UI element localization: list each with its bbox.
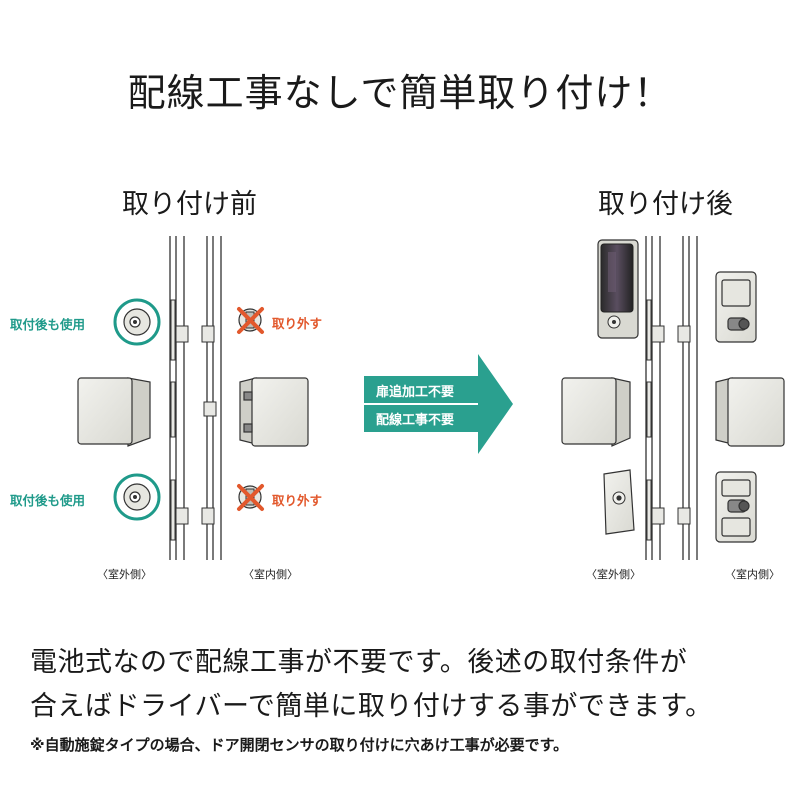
before-outside-label: 〈室外側〉 — [97, 568, 152, 581]
before-outside-handle — [77, 377, 151, 447]
after-keypad-unit — [597, 239, 639, 339]
before-cylinder-top — [113, 298, 161, 346]
before-hinges — [170, 299, 217, 541]
reuse-label-bottom: 取付後も使用 — [10, 493, 86, 508]
footnote: ※自動施錠タイプの場合、ドア開閉センサの取り付けに穴あけ工事が必要です。 — [30, 736, 569, 754]
after-door-edges — [645, 236, 698, 560]
page-title: 配線工事なしで簡単取り付け！ — [127, 71, 673, 115]
remove-label-top: 取り外す — [272, 316, 323, 331]
before-cylinder-bottom — [113, 473, 161, 521]
after-inside-top-unit — [715, 271, 757, 343]
before-thumbturn-bottom — [237, 484, 264, 511]
after-heading: 取り付け後 — [598, 189, 733, 220]
before-inside-handle — [239, 377, 309, 447]
after-hinges — [646, 299, 691, 541]
after-inside-handle — [715, 377, 785, 447]
after-inside-label: 〈室内側〉 — [725, 568, 780, 581]
body-text-line-2: 合えばドライバーで簡単に取り付けする事ができます。 — [30, 691, 713, 722]
before-inside-label: 〈室内側〉 — [243, 568, 298, 581]
body-text-line-1: 電池式なので配線工事が不要です。後述の取付条件が — [30, 647, 688, 678]
before-heading: 取り付け前 — [122, 189, 257, 220]
reuse-label-top: 取付後も使用 — [10, 317, 86, 332]
before-thumbturn-top — [237, 307, 264, 334]
after-inside-bottom-unit — [715, 471, 757, 543]
after-lower-cover — [603, 469, 635, 535]
remove-label-bottom: 取り外す — [272, 493, 323, 508]
after-outside-label: 〈室外側〉 — [586, 568, 641, 581]
arrow-label-no-door-work: 扉追加工不要 — [376, 385, 455, 400]
transition-arrow — [364, 354, 513, 454]
after-outside-handle — [561, 377, 631, 447]
arrow-label-no-wiring: 配線工事不要 — [376, 413, 455, 428]
before-door-edges — [169, 236, 222, 560]
